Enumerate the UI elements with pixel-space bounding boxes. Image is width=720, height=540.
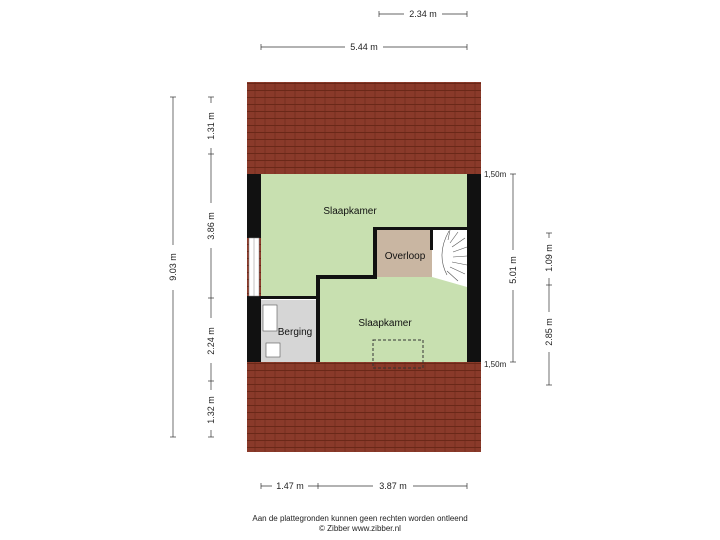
roof-bottom [247, 362, 481, 452]
label-overloop: Overloop [385, 251, 426, 262]
dim-right-outer-bottom: 2.85 m [544, 318, 554, 346]
label-slaapkamer-top: Slaapkamer [323, 206, 377, 217]
footer-credit: © Zibber www.zibber.nl [319, 524, 401, 533]
roof-top [247, 82, 481, 174]
label-berging: Berging [278, 327, 312, 338]
dim-left-seg-1: 1.31 m [206, 112, 216, 140]
footer-disclaimer: Aan de plattegronden kunnen geen rechten… [252, 514, 468, 523]
dim-left-total: 9.03 m [168, 253, 178, 281]
room-slaapkamer-top [261, 174, 467, 297]
washbasin-icon [262, 304, 278, 332]
dim-top-short: 2.34 m [409, 9, 437, 19]
roof-window [372, 339, 424, 369]
dim-bottom-left: 1.47 m [276, 481, 304, 491]
dim-right-inner: 5.01 m [508, 256, 518, 284]
dim-right-outer-top: 1.09 m [544, 244, 554, 272]
dim-left-seg-4: 1.32 m [206, 396, 216, 424]
boiler-icon [265, 342, 281, 358]
walls [247, 174, 481, 362]
height-label-bottom: 1,50m [484, 360, 507, 369]
room-slaapkamer-bottom [318, 277, 467, 362]
dim-bottom-right: 3.87 m [379, 481, 407, 491]
dim-left-seg-2: 3.86 m [206, 212, 216, 240]
room-overloop [375, 230, 432, 277]
dimension-lines [170, 11, 552, 489]
dim-top-wide: 5.44 m [350, 42, 378, 52]
dim-left-seg-3: 2.24 m [206, 327, 216, 355]
staircase [432, 230, 467, 282]
label-slaapkamer-bottom: Slaapkamer [358, 318, 412, 329]
stair-treads [441, 229, 468, 282]
height-label-top: 1,50m [484, 170, 507, 179]
